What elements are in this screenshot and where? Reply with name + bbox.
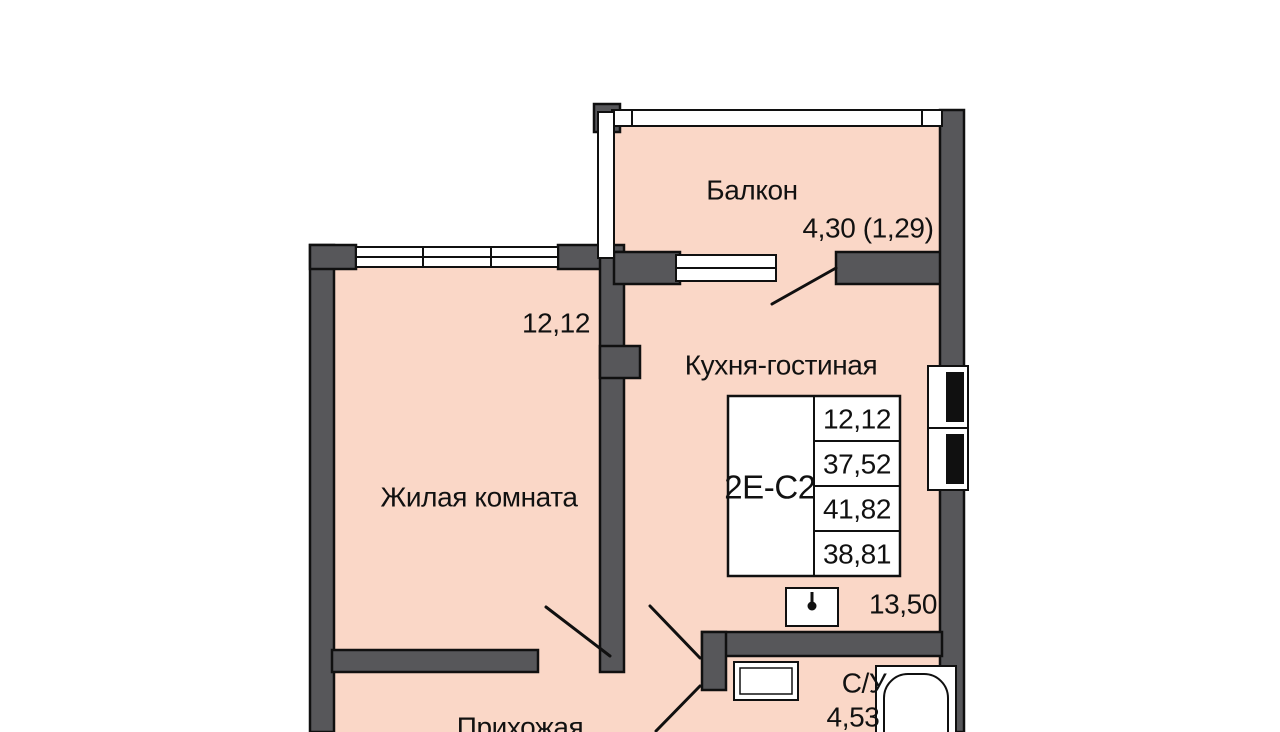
living-door-leaf [544,605,612,658]
divider-wall [598,250,626,674]
kitchen-wall-pier [598,344,642,380]
bathroom-left-wall [700,630,728,692]
balcony-glazing-top [611,109,943,127]
living-name-label: Жилая комната [380,482,578,513]
spec-row-4: 38,81 [823,539,891,570]
vent-shaft-2-core [946,434,964,484]
balcony-door-leaf [770,266,838,306]
balcony-wall-right [834,250,946,286]
spec-row-3: 41,82 [823,494,891,525]
labels: Балкон 4,30 (1,29) 12,12 Жилая комната К… [380,175,937,732]
bathroom-name-label: С/У [842,668,887,699]
vent-shaft-1-core [946,372,964,422]
sink-drain [807,601,817,611]
washing-machine-inner [739,667,793,695]
spec-row-2: 37,52 [823,449,891,480]
bathroom-area-label: 4,53 [827,702,880,732]
hallway-name-label: Прихожая [457,712,584,732]
kitchen-door-leaf [648,604,702,660]
doors [544,266,838,732]
unit-code-label: 2Е-С2 [724,469,816,506]
bathtub [875,665,957,732]
bathtub-inner [883,673,949,732]
spec-row-1: 12,12 [823,404,891,435]
fixtures [733,365,969,732]
kitchen-name-label: Кухня-гостиная [685,350,878,381]
balcony-name-label: Балкон [706,175,798,206]
spec-table: 2Е-С2 12,12 37,52 41,82 38,81 [724,394,902,578]
living-room-floor [334,268,602,652]
living-bottom-wall [330,648,540,674]
left-wall [308,243,336,732]
balcony-area-label: 4,30 (1,29) [802,213,933,244]
living-area-label: 12,12 [522,308,590,339]
balcony-door-opening [776,252,836,284]
windows [355,109,943,282]
walls [308,102,966,732]
kitchen-area-label: 13,50 [869,589,937,620]
bathroom-door-leaf [654,684,702,732]
living-top-wall-left [308,243,358,271]
balcony-glazing-left [597,111,615,259]
balcony-floor [614,124,940,254]
balcony-wall-left [612,250,682,286]
bathroom-top-wall [700,630,944,658]
